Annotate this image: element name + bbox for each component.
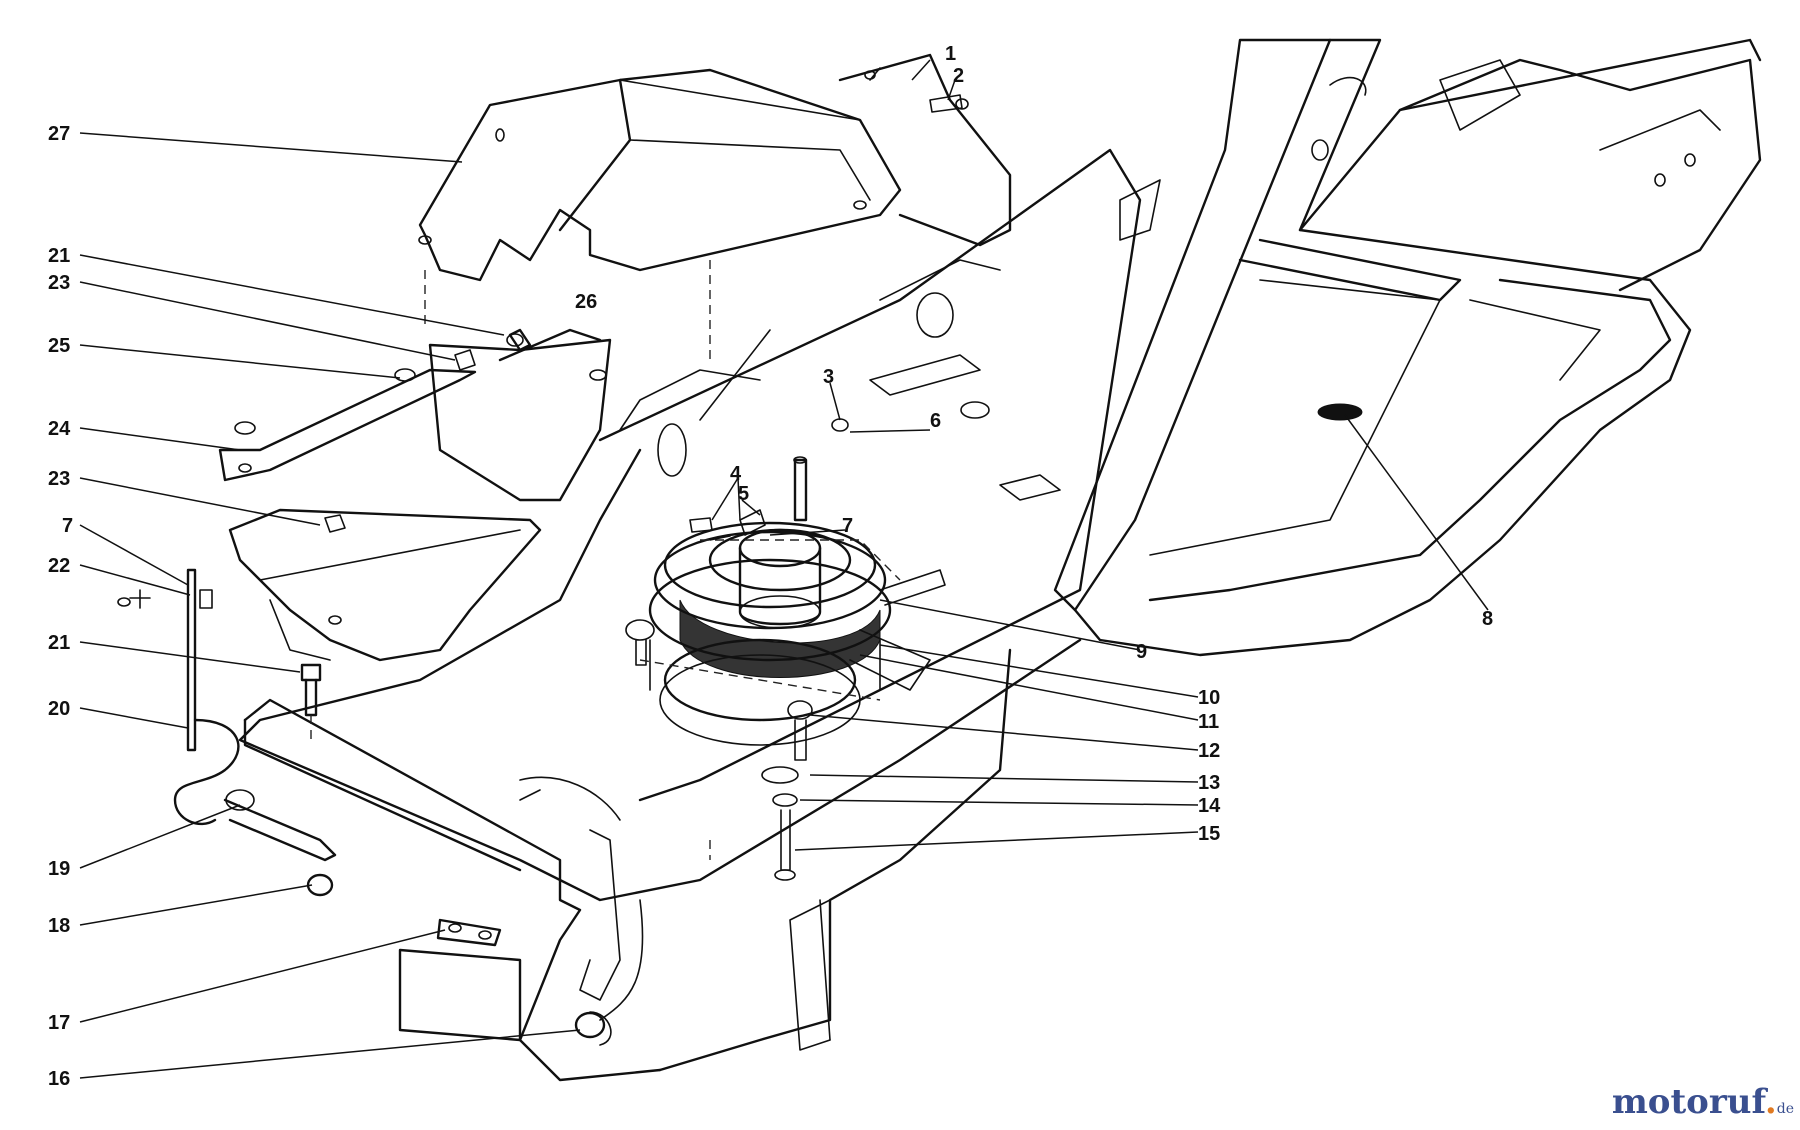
callout-12: 12 (1198, 740, 1220, 762)
shaft-part (793, 456, 808, 522)
callout-10: 10 (1198, 687, 1220, 709)
clutch-pulley-assembly (625, 521, 946, 881)
callout-2: 2 (953, 65, 964, 87)
callout-23-lower: 23 (48, 468, 70, 490)
callout-7-center: 7 (842, 515, 853, 537)
chassis-frame (1053, 38, 1762, 657)
small-hardware (689, 418, 849, 541)
callout-14: 14 (1198, 795, 1221, 817)
leader-lines (79, 59, 1489, 1079)
watermark-logo: motoruf.de (1612, 1082, 1794, 1122)
tunnel-panel (238, 148, 1142, 902)
callout-19: 19 (48, 858, 70, 880)
front-box (243, 648, 1012, 1082)
callout-27: 27 (48, 123, 70, 145)
callout-21-lower: 21 (48, 632, 70, 654)
callout-20: 20 (48, 698, 70, 720)
callout-7-left: 7 (62, 515, 73, 537)
callout-24: 24 (48, 418, 71, 440)
watermark-tld: de (1776, 1101, 1794, 1117)
callout-labels: 27 21 23 25 24 23 7 22 21 20 19 18 17 16… (48, 43, 1493, 1090)
callout-1: 1 (945, 43, 956, 65)
callout-18: 18 (48, 915, 70, 937)
watermark-brand: motoruf (1611, 1082, 1765, 1122)
callout-15: 15 (1198, 823, 1220, 845)
linkage-rod (117, 568, 337, 897)
side-bracket-panel (218, 328, 612, 662)
hood-shroud (418, 53, 1012, 282)
callout-22: 22 (48, 555, 70, 577)
callout-9: 9 (1136, 641, 1147, 663)
watermark-dot: . (1764, 1082, 1777, 1122)
callout-16: 16 (48, 1068, 70, 1090)
callout-11: 11 (1198, 711, 1219, 733)
bolt-21 (300, 663, 322, 740)
callout-13: 13 (1198, 772, 1220, 794)
callout-3: 3 (823, 366, 834, 388)
callout-26: 26 (575, 291, 597, 313)
callout-4: 4 (730, 463, 742, 485)
callout-6: 6 (930, 410, 941, 432)
callout-25: 25 (48, 335, 70, 357)
callout-8: 8 (1482, 608, 1493, 630)
callout-5: 5 (738, 483, 749, 505)
callout-17: 17 (48, 1012, 70, 1034)
callout-23-upper: 23 (48, 272, 70, 294)
callout-21-upper: 21 (48, 245, 70, 267)
left-hardware (234, 328, 532, 533)
